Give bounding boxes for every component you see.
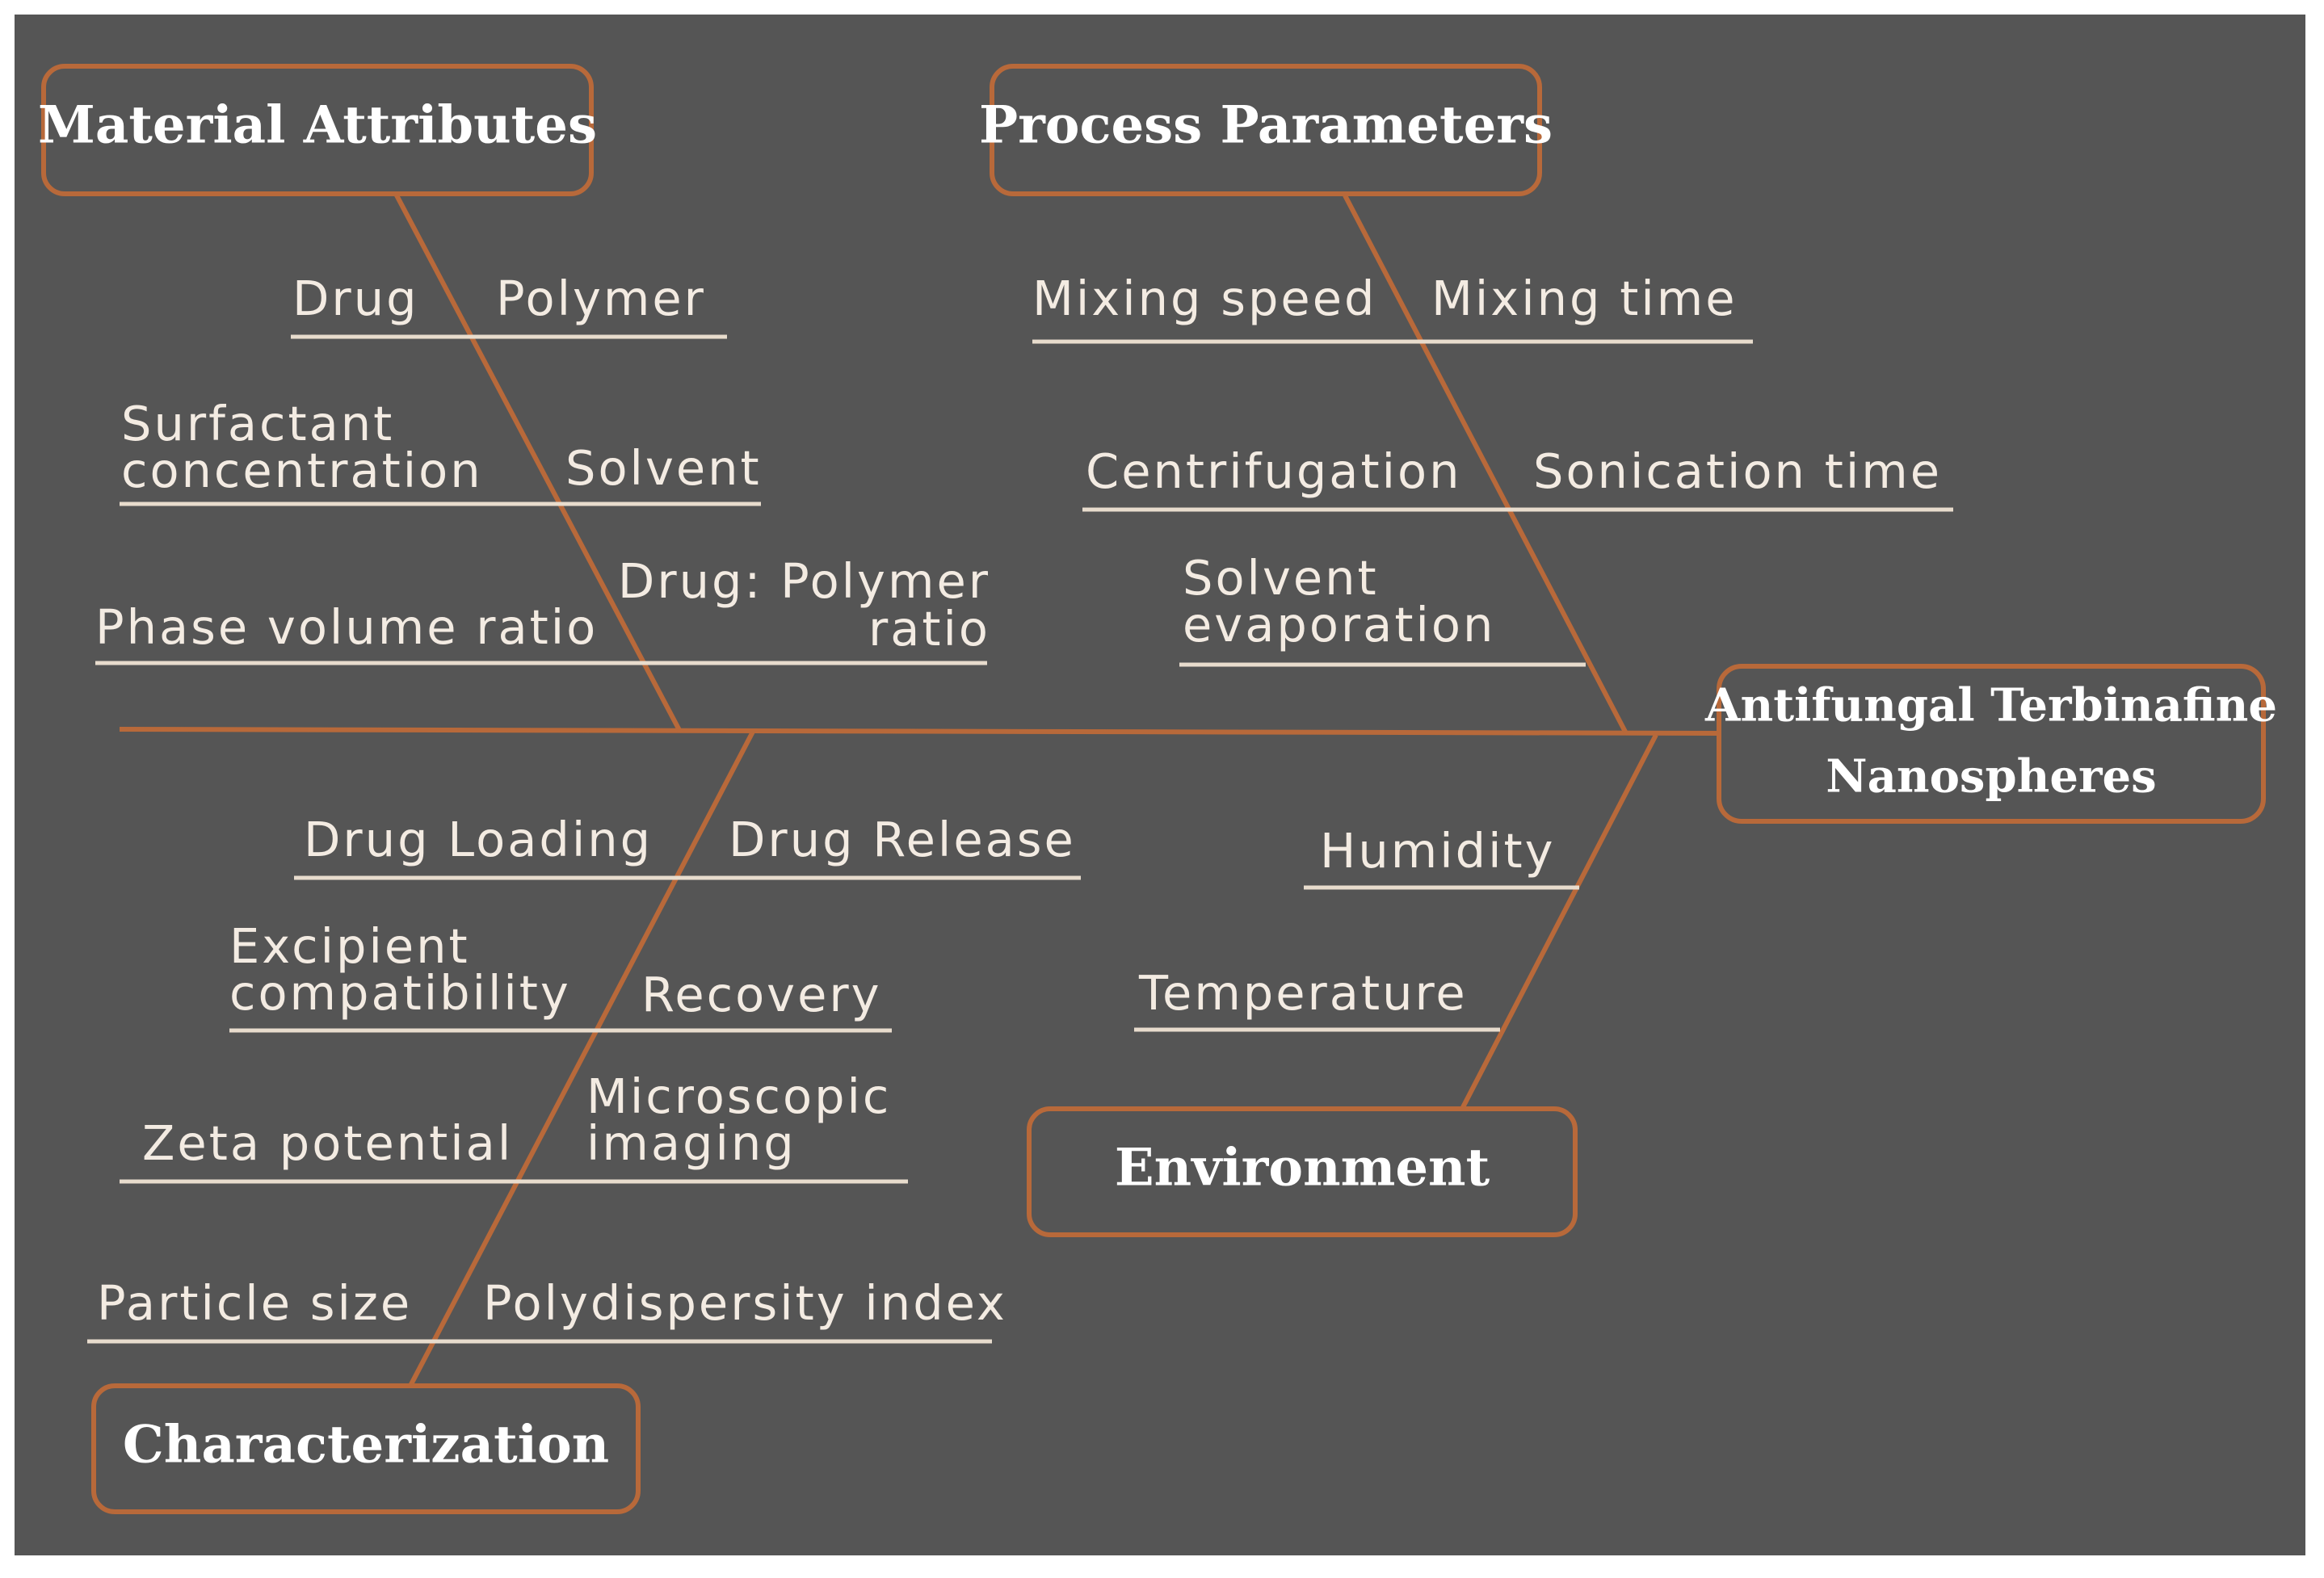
cause-excipient-compatibility-line2: compatibility xyxy=(229,965,571,1021)
cause-solvent-evaporation-line1: Solvent xyxy=(1183,550,1379,606)
cause-drug: Drug xyxy=(292,271,419,326)
cause-particle-size: Particle size xyxy=(97,1275,412,1331)
cause-zeta-potential: Zeta potential xyxy=(142,1115,513,1171)
cause-drug-release: Drug Release xyxy=(729,812,1076,867)
cause-excipient-compatibility-line1: Excipient xyxy=(229,918,470,974)
cause-mixing-speed: Mixing speed xyxy=(1032,271,1376,326)
cause-surfactant-concentration-line1: Surfactant xyxy=(121,396,394,451)
cause-phase-volume-ratio: Phase volume ratio xyxy=(95,599,598,655)
category-label-characterization: Characterization xyxy=(123,1415,609,1475)
category-box-material-attributes: Material Attributes xyxy=(38,64,597,196)
cause-temperature: Temperature xyxy=(1138,965,1468,1021)
cause-drug-loading: Drug Loading xyxy=(304,812,653,867)
bone-material-attributes xyxy=(393,192,683,733)
bone-environment xyxy=(1460,733,1658,1110)
cause-centrifugation: Centrifugation xyxy=(1086,443,1461,499)
category-label-environment: Environment xyxy=(1115,1138,1490,1198)
category-box-process-parameters: Process Parameters xyxy=(979,64,1553,196)
category-label-process-parameters: Process Parameters xyxy=(979,95,1553,156)
cause-humidity: Humidity xyxy=(1320,823,1556,879)
category-box-characterization: Characterization xyxy=(91,1383,641,1514)
category-label-material-attributes: Material Attributes xyxy=(38,95,597,156)
effect-box: Antifungal Terbinafine Nanospheres xyxy=(1704,664,2277,824)
cause-polymer: Polymer xyxy=(496,271,706,326)
bone-process-parameters xyxy=(1343,194,1628,735)
cause-drug-polymer-ratio-line1: Drug: Polymer xyxy=(618,553,990,609)
cause-solvent-evaporation-line2: evaporation xyxy=(1183,597,1495,653)
cause-microscopic-imaging-line1: Microscopic xyxy=(586,1068,891,1124)
effect-label-line1: Antifungal Terbinafine xyxy=(1704,679,2277,732)
effect-label-line2: Nanospheres xyxy=(1826,750,2156,804)
cause-surfactant-concentration-line2: concentration xyxy=(121,443,483,498)
cause-recovery: Recovery xyxy=(641,967,882,1022)
cause-sonication-time: Sonication time xyxy=(1533,443,1942,499)
cause-drug-polymer-ratio-line2: ratio xyxy=(868,601,990,657)
cause-polydispersity-index: Polydispersity index xyxy=(483,1275,1007,1331)
cause-mixing-time: Mixing time xyxy=(1431,271,1738,326)
cause-microscopic-imaging-line2: imaging xyxy=(586,1115,796,1171)
cause-solvent: Solvent xyxy=(565,440,762,496)
bone-characterization xyxy=(408,730,755,1387)
main-spine xyxy=(119,727,1720,736)
category-box-environment: Environment xyxy=(1027,1106,1578,1237)
